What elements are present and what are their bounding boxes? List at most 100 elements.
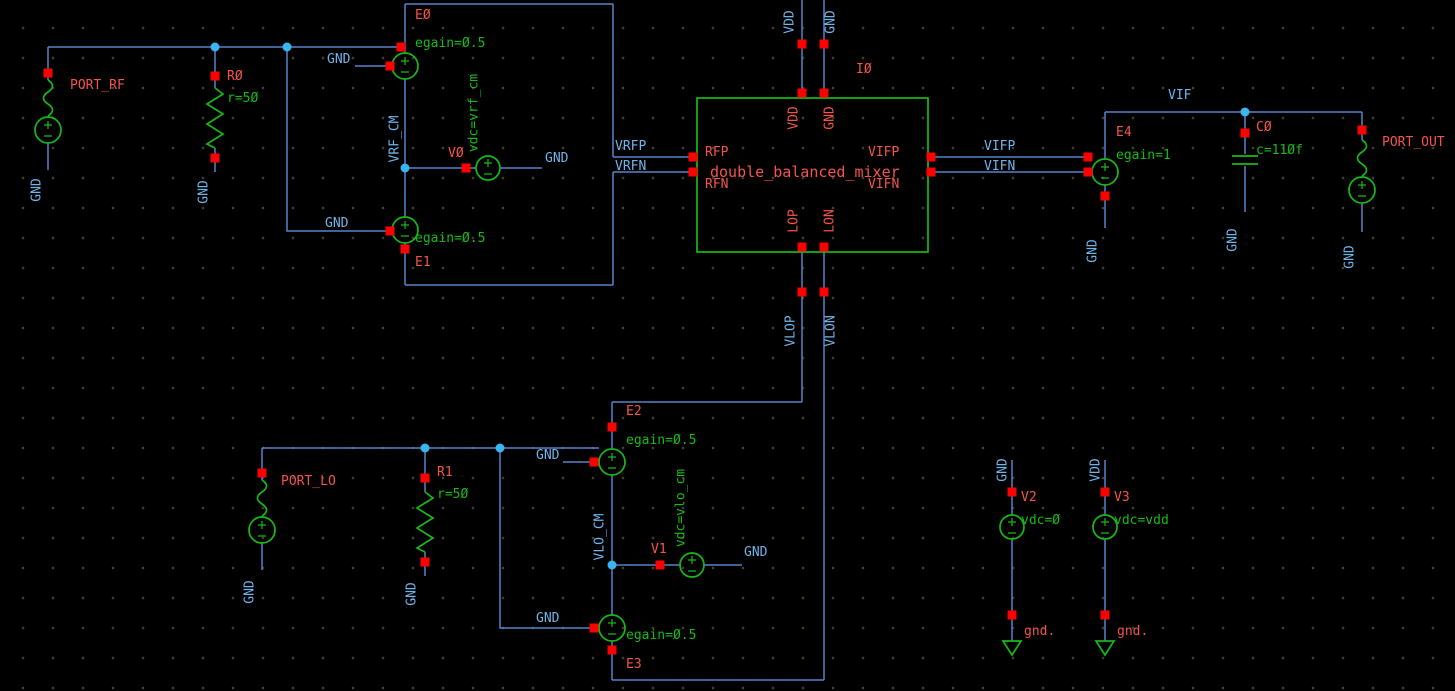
resistor-r1-symbol[interactable] (415, 491, 435, 553)
port-lo-symbol[interactable] (248, 479, 276, 544)
net-label-vif[interactable]: VIF (1168, 88, 1192, 103)
param-label-r1[interactable]: r=5Ø (437, 487, 469, 502)
wire-mixer-supply[interactable] (801, 0, 825, 98)
instance-label-e0[interactable]: EØ (415, 8, 431, 23)
net-label-gnd[interactable]: GND (1342, 245, 1358, 269)
instance-label-e3[interactable]: E3 (626, 657, 642, 672)
pin-square (1100, 191, 1110, 201)
instance-label-v0[interactable]: VØ (448, 146, 464, 161)
net-label-vifn[interactable]: VIFN (984, 159, 1016, 174)
net-label-gnd[interactable]: GND (545, 151, 569, 166)
capacitor-c0-symbol[interactable] (1232, 155, 1258, 165)
pin-label-rfp[interactable]: RFP (705, 145, 729, 160)
instance-label-v2[interactable]: V2 (1021, 490, 1037, 505)
vsource-v1-symbol[interactable] (679, 552, 705, 578)
param-label-e3[interactable]: egain=Ø.5 (626, 628, 697, 643)
instance-label-port-lo[interactable]: PORT_LO (281, 474, 336, 489)
net-label-gnd[interactable]: GND (995, 458, 1011, 482)
instance-label-v1[interactable]: V1 (651, 542, 667, 557)
pin-square (589, 623, 599, 633)
net-label-vdd[interactable]: VDD (1088, 458, 1104, 482)
net-label-gnd[interactable]: GND (1085, 239, 1101, 263)
net-label-gnd[interactable]: GND (536, 611, 560, 626)
pin-label-lon[interactable]: LON (822, 209, 838, 233)
net-label-vifp[interactable]: VIFP (984, 139, 1016, 154)
param-label-e4[interactable]: egain=1 (1116, 148, 1171, 163)
instance-label-e4[interactable]: E4 (1116, 125, 1132, 140)
port-out-symbol[interactable] (1348, 139, 1376, 204)
instance-label-r1[interactable]: R1 (437, 465, 453, 480)
vcvs-e4-symbol[interactable] (1091, 158, 1119, 186)
instance-label-c0[interactable]: CØ (1256, 120, 1272, 135)
net-label-vrfn[interactable]: VRFN (615, 159, 647, 174)
gnd-symbol-v2[interactable] (1001, 640, 1023, 657)
net-label-gnd[interactable]: GND (744, 545, 768, 560)
pin-square (43, 68, 53, 78)
pin-square (1007, 487, 1017, 497)
vcvs-e2-symbol[interactable] (598, 448, 626, 476)
instance-label-e1[interactable]: E1 (415, 255, 431, 270)
net-label-gnd[interactable]: GND (1225, 228, 1241, 252)
wire-lo-feed[interactable] (612, 252, 825, 681)
net-label-gnd[interactable]: GND (196, 180, 212, 204)
instance-label-r0[interactable]: RØ (227, 69, 243, 84)
param-label-c0[interactable]: c=11Øf (1256, 143, 1303, 158)
pin-terminals[interactable] (43, 39, 1367, 655)
param-label-e1[interactable]: egain=Ø.5 (415, 231, 486, 246)
pin-label-gnd[interactable]: GND (822, 106, 838, 130)
net-label-vrfp[interactable]: VRFP (615, 139, 647, 154)
instance-label-port-rf[interactable]: PORT_RF (70, 78, 125, 93)
instance-label-port-out[interactable]: PORT_OUT (1382, 135, 1445, 150)
param-label-v3[interactable]: vdc=vdd (1114, 513, 1169, 528)
junction-dots[interactable] (210, 42, 1250, 570)
net-label-vlop[interactable]: VLOP (783, 315, 799, 347)
param-label-e0[interactable]: egain=Ø.5 (415, 36, 486, 51)
instance-label-i0[interactable]: IØ (856, 62, 872, 77)
param-label-v0[interactable]: vdc=vrf_cm (466, 73, 482, 153)
vsource-v3-symbol[interactable] (1092, 514, 1118, 540)
vcvs-e3-symbol[interactable] (598, 614, 626, 642)
net-label-gnd[interactable]: GND (325, 216, 349, 231)
instance-label-e2[interactable]: E2 (626, 404, 642, 419)
source-circle (475, 155, 501, 181)
pin-square (589, 457, 599, 467)
pin-label-rfn[interactable]: RFN (705, 177, 729, 192)
pin-square (420, 557, 430, 567)
param-label-v2[interactable]: vdc=Ø (1021, 513, 1061, 528)
pin-label-vdd[interactable]: VDD (786, 106, 802, 130)
wire-rf-balun-net[interactable] (404, 3, 697, 286)
resistor-r0-symbol[interactable] (205, 87, 225, 149)
wire-rf-input-net[interactable] (47, 46, 401, 232)
pin-square (210, 153, 220, 163)
net-label-vdd[interactable]: VDD (782, 10, 798, 34)
vsource-v2-symbol[interactable] (999, 514, 1025, 540)
net-label-gnd[interactable]: GND (823, 10, 839, 34)
instance-label-v3[interactable]: V3 (1114, 490, 1130, 505)
net-label-vlon[interactable]: VLON (823, 315, 839, 347)
param-label-e2[interactable]: egain=Ø.5 (626, 433, 697, 448)
vcvs-e0-symbol[interactable] (391, 52, 419, 80)
pin-square (420, 473, 430, 483)
param-label-r0[interactable]: r=5Ø (227, 91, 259, 106)
net-label-gnd[interactable]: GND (536, 448, 560, 463)
pin-square (819, 88, 829, 98)
net-label-gnd[interactable]: GND (29, 178, 45, 202)
net-label-vlo-cm[interactable]: VLO_CM (592, 513, 608, 561)
gnd-symbol-label[interactable]: gnd. (1117, 624, 1149, 639)
plus-minus-marks (1008, 518, 1016, 534)
gnd-symbol-v3[interactable] (1094, 640, 1116, 657)
vsource-v0-symbol[interactable] (475, 155, 501, 181)
wire-dc-supplies[interactable] (1011, 460, 1106, 641)
pin-label-vifp[interactable]: VIFP (868, 145, 900, 160)
net-label-gnd[interactable]: GND (327, 52, 351, 67)
pin-label-vifn[interactable]: VIFN (868, 177, 900, 192)
param-label-v1[interactable]: vdc=vlo_cm (673, 468, 689, 548)
net-label-gnd[interactable]: GND (404, 582, 420, 606)
net-label-gnd[interactable]: GND (242, 580, 258, 604)
gnd-symbol-label[interactable]: gnd. (1024, 624, 1056, 639)
port-rf-symbol[interactable] (34, 79, 62, 144)
junction-dot (420, 443, 430, 453)
net-label-vrf-cm[interactable]: VRF_CM (387, 115, 403, 163)
pin-label-lop[interactable]: LOP (786, 209, 802, 233)
mixer-cell-name[interactable]: double_balanced_mixer (710, 163, 900, 181)
